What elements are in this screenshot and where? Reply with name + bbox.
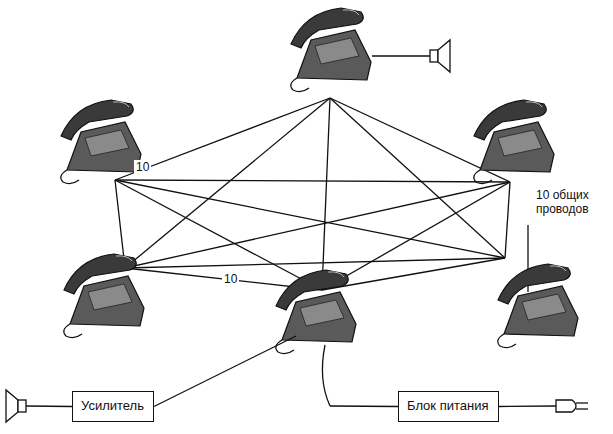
loudspeaker-symbol (430, 40, 450, 72)
wire (154, 336, 296, 407)
loudspeaker-symbol (6, 390, 26, 422)
amplifier-box: Усилитель (72, 391, 154, 422)
wire (499, 405, 556, 407)
telephone (474, 100, 554, 184)
wire-count-note: 10 общих проводов (534, 188, 604, 217)
box-label: Усилитель (81, 398, 145, 414)
telephone (276, 270, 356, 354)
wire (330, 405, 398, 407)
wire (26, 405, 72, 407)
telephone (498, 264, 578, 348)
power-plug-symbol (556, 400, 588, 412)
telephone (64, 254, 144, 338)
wire-mesh (115, 98, 528, 292)
wire-count: 10 (134, 160, 151, 174)
box-label: Блок питания (407, 398, 490, 414)
telephone (61, 100, 141, 184)
wire-count: 10 (222, 272, 239, 286)
telephone (291, 8, 371, 92)
power-supply-box: Блок питания (398, 391, 499, 422)
